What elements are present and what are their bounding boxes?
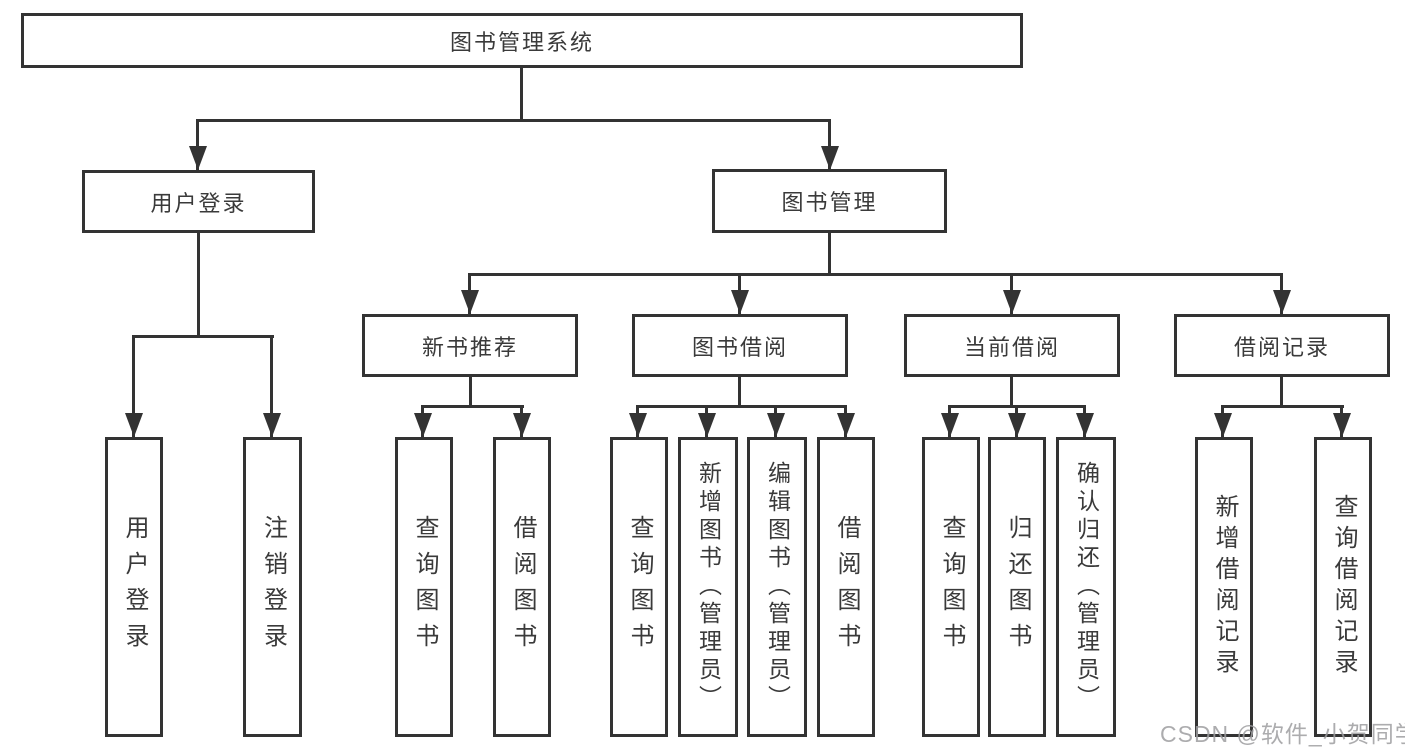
leaf-borrow-books-under-recommend: 借阅图书 xyxy=(493,437,551,737)
leaf-label: 查询借阅记录 xyxy=(1330,494,1357,680)
node-label: 图书借阅 xyxy=(691,334,788,360)
leaf-query-borrow-record: 查询借阅记录 xyxy=(1314,437,1372,737)
connector-book-management-bar xyxy=(469,273,1283,276)
arrow-to-leaf-query-record xyxy=(1332,405,1351,437)
connector-book-borrowing-drop xyxy=(738,377,741,408)
leaf-label: 注销登录 xyxy=(259,515,287,659)
leaf-label: 用户登录 xyxy=(121,515,148,659)
connector-book-management-drop xyxy=(828,233,831,276)
connector-book-borrowing-bar xyxy=(637,405,847,408)
leaf-label: 确认归还（管理员） xyxy=(1073,461,1100,713)
leaf-label: 查询图书 xyxy=(938,515,965,659)
node-label: 借阅记录 xyxy=(1233,334,1330,360)
node-label: 图书管理系统 xyxy=(449,29,594,55)
node-label: 新书推荐 xyxy=(421,334,518,360)
leaf-user-login: 用户登录 xyxy=(105,437,163,737)
connector-user-login-bar xyxy=(133,335,274,338)
arrow-to-leaf-query-books-2 xyxy=(628,405,647,437)
arrow-to-leaf-user-login xyxy=(124,335,143,437)
node-label: 当前借阅 xyxy=(963,334,1060,360)
leaf-label: 借阅图书 xyxy=(509,515,536,659)
leaf-label: 归还图书 xyxy=(1004,515,1031,659)
arrow-to-borrowing-records xyxy=(1272,273,1291,314)
arrow-to-leaf-add-record xyxy=(1213,405,1232,437)
leaf-edit-books-admin: 编辑图书（管理员） xyxy=(747,437,807,737)
connector-user-login-drop xyxy=(197,233,200,335)
leaf-add-borrow-record: 新增借阅记录 xyxy=(1195,437,1253,737)
node-root-library-management-system: 图书管理系统 xyxy=(21,13,1023,68)
arrow-to-new-book-recommend xyxy=(460,273,479,314)
leaf-return-books: 归还图书 xyxy=(988,437,1046,737)
arrow-to-leaf-return-books xyxy=(1007,405,1026,437)
leaf-label: 查询图书 xyxy=(411,515,438,659)
connector-root-bar xyxy=(197,119,831,122)
leaf-query-books-under-borrowing: 查询图书 xyxy=(610,437,668,737)
arrow-to-leaf-borrow-books-1 xyxy=(512,405,531,437)
node-borrowing-records: 借阅记录 xyxy=(1174,314,1390,377)
connector-new-book-drop xyxy=(469,377,472,408)
node-label: 图书管理 xyxy=(781,190,878,215)
connector-new-book-bar xyxy=(422,405,524,408)
leaf-label: 编辑图书（管理员） xyxy=(764,461,791,713)
node-new-book-recommend: 新书推荐 xyxy=(362,314,578,377)
leaf-label: 新增图书（管理员） xyxy=(695,461,722,713)
leaf-borrow-books-under-borrowing: 借阅图书 xyxy=(817,437,875,737)
connector-root-drop xyxy=(520,68,523,122)
leaf-query-books-under-current: 查询图书 xyxy=(922,437,980,737)
node-book-management: 图书管理 xyxy=(712,169,947,233)
leaf-label: 借阅图书 xyxy=(833,515,860,659)
arrow-to-user-login xyxy=(188,119,207,170)
arrow-to-book-management xyxy=(820,119,839,170)
csdn-watermark: CSDN @软件_小贺同学 xyxy=(1160,721,1405,747)
arrow-to-current-borrowing xyxy=(1002,273,1021,314)
connector-borrowing-records-bar xyxy=(1222,405,1344,408)
leaf-add-books-admin: 新增图书（管理员） xyxy=(678,437,738,737)
node-label: 用户登录 xyxy=(150,190,247,216)
arrow-to-leaf-edit-books xyxy=(766,405,785,437)
leaf-label: 查询图书 xyxy=(626,515,653,659)
leaf-label: 新增借阅记录 xyxy=(1211,494,1238,680)
arrow-to-book-borrowing xyxy=(730,273,749,314)
arrow-to-leaf-query-books-1 xyxy=(413,405,432,437)
node-user-login: 用户登录 xyxy=(82,170,315,233)
arrow-to-leaf-confirm-return xyxy=(1075,405,1094,437)
connector-borrowing-records-drop xyxy=(1280,377,1283,408)
leaf-confirm-return-admin: 确认归还（管理员） xyxy=(1056,437,1116,737)
leaf-logout: 注销登录 xyxy=(243,437,302,737)
arrow-to-leaf-logout xyxy=(262,335,281,437)
arrow-to-leaf-borrow-books-2 xyxy=(836,405,855,437)
node-current-borrowing: 当前借阅 xyxy=(904,314,1120,377)
leaf-query-books-under-recommend: 查询图书 xyxy=(395,437,453,737)
arrow-to-leaf-add-books xyxy=(697,405,716,437)
node-book-borrowing: 图书借阅 xyxy=(632,314,848,377)
arrow-to-leaf-query-books-3 xyxy=(940,405,959,437)
connector-current-borrowing-drop xyxy=(1010,377,1013,408)
